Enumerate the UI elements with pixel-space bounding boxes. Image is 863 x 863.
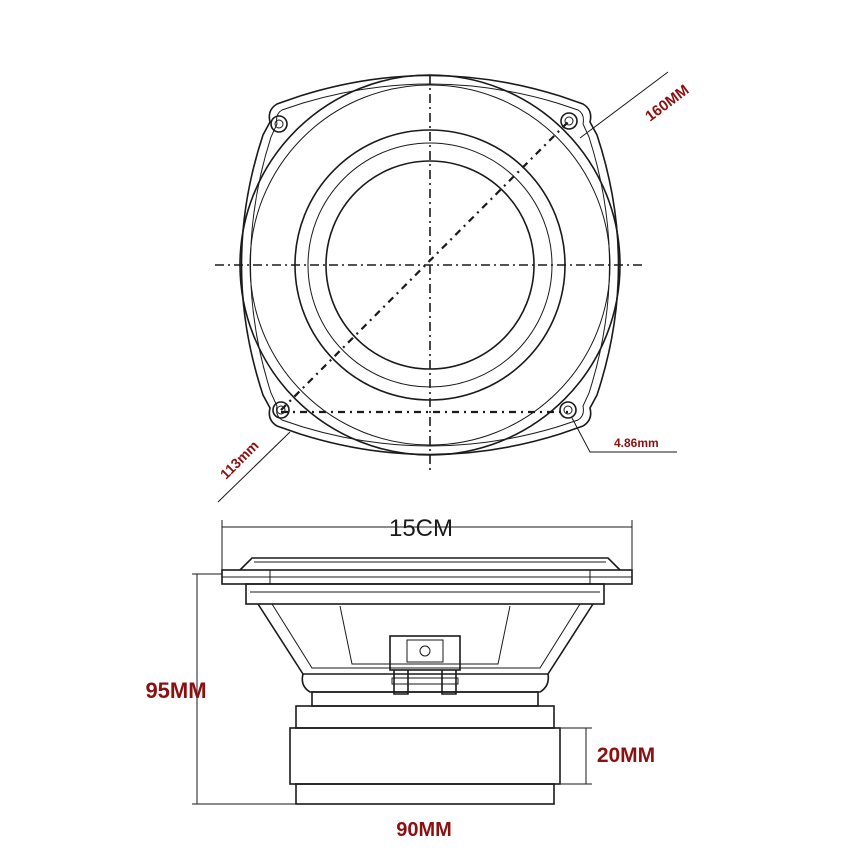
basket-window: [339, 605, 511, 665]
terminal-block: [389, 635, 461, 671]
top-view: [215, 71, 677, 503]
label-diagonal-top: 160MM: [642, 82, 692, 126]
spider-neck: [301, 673, 550, 693]
magnet-bottom-plate: [295, 783, 555, 805]
label-magnet-height: 20MM: [597, 744, 655, 767]
basket-body: [257, 603, 594, 675]
label-diagonal-bottom: 113mm: [217, 437, 262, 482]
mount-hole-br-inner: [563, 405, 573, 415]
mount-hole-bl: [272, 401, 290, 419]
neck: [311, 691, 539, 707]
mount-hole-tl: [270, 115, 288, 133]
top-view-frame: [240, 74, 620, 456]
basket-rim: [245, 583, 605, 605]
mount-hole-tl-inner: [274, 119, 284, 129]
terminal-bar: [391, 677, 459, 685]
mount-hole-bl-inner: [276, 405, 286, 415]
leader-hole: [571, 417, 677, 453]
gasket: [239, 557, 621, 571]
terminal-tab-right: [441, 670, 457, 695]
leader-113: [217, 431, 291, 503]
terminal-tab-left: [393, 670, 409, 695]
leader-160: [579, 71, 669, 139]
label-width: 15CM: [389, 515, 453, 542]
side-view: [192, 520, 633, 805]
magnet: [289, 727, 561, 785]
mount-hole-tr-inner: [564, 116, 574, 126]
label-magnet-width: 90MM: [396, 819, 452, 841]
terminal-plate: [406, 639, 444, 663]
mount-hole-br: [559, 401, 577, 419]
terminal-screw: [419, 645, 431, 657]
basket-body-inner: [271, 603, 581, 669]
label-height: 95MM: [145, 678, 206, 703]
label-hole: 4.86mm: [614, 436, 659, 450]
magnet-top-plate: [295, 705, 555, 729]
mount-hole-tr: [560, 112, 578, 130]
